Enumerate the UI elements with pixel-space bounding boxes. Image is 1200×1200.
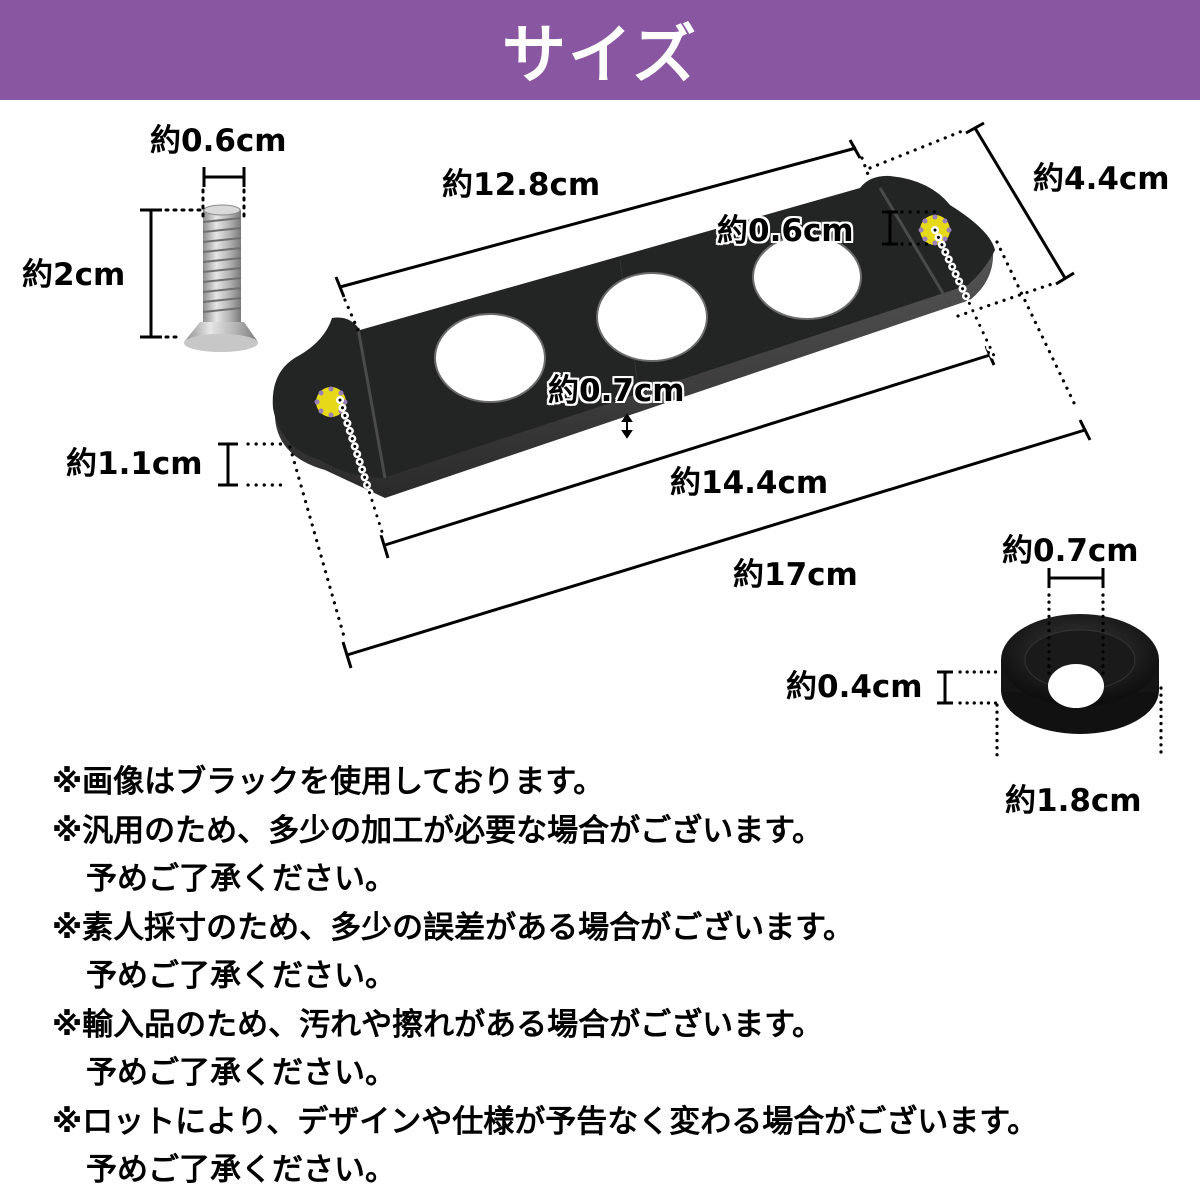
washer-illustration	[1001, 614, 1159, 734]
screw-illustration	[184, 204, 258, 352]
note-line: 予めご了承ください。	[86, 1152, 396, 1188]
diagram-graphics	[140, 121, 1163, 758]
screw-length-label: 約2cm	[22, 257, 126, 293]
washer-outer-diameter-label: 約1.8cm	[1005, 783, 1142, 819]
bracket-width-label: 約4.4cm	[1033, 161, 1170, 197]
bracket-end-height-label: 約1.1cm	[66, 446, 203, 482]
note-line: ※輸入品のため、汚れや擦れがある場合がございます。	[52, 1006, 824, 1043]
washer-thickness-label: 約0.4cm	[786, 669, 923, 705]
bracket-total-length-label: 約17cm	[733, 557, 858, 593]
bracket-hole-span-label: 約14.4cm	[670, 465, 829, 501]
note-line: 予めご了承ください。	[86, 861, 396, 897]
screw-width-label: 約0.6cm	[150, 123, 287, 159]
bracket-hole-diameter-label: 約0.6cm	[717, 213, 854, 249]
bracket-illustration	[272, 175, 995, 498]
note-line: ※ロットにより、デザインや仕様が予告なく変わる場合がございます。	[52, 1103, 1039, 1140]
header-banner: サイズ	[0, 0, 1200, 100]
page-title: サイズ	[501, 19, 699, 93]
note-line: 予めご了承ください。	[86, 958, 396, 994]
size-diagram: 約0.6cm 約2cm 約12.8cm 約4.4cm 約0.6cm 約0.7cm…	[0, 100, 1200, 817]
note-line: ※素人採寸のため、多少の誤差がある場合がございます。	[52, 909, 855, 946]
note-line: 予めご了承ください。	[86, 1055, 396, 1091]
bracket-inner-length-label: 約12.8cm	[442, 167, 601, 203]
washer-inner-diameter-label: 約0.7cm	[1002, 533, 1139, 569]
note-line: ※汎用のため、多少の加工が必要な場合がございます。	[52, 812, 824, 849]
bracket-thickness-label: 約0.7cm	[548, 373, 685, 409]
notes-list: ※画像はブラックを使用しております。 ※汎用のため、多少の加工が必要な場合がござ…	[52, 758, 1192, 1195]
note-line: ※画像はブラックを使用しております。	[52, 764, 605, 800]
